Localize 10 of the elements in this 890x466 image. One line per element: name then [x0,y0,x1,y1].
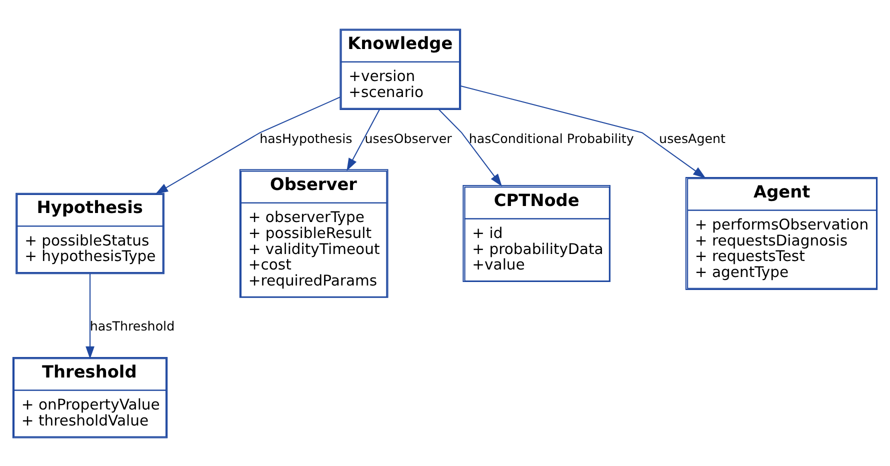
arrow [86,273,94,359]
arrow [155,96,340,194]
arrow [346,108,380,170]
arrow [460,84,706,178]
edge-label: usesObserver [364,130,452,146]
arrow [438,108,502,186]
edge-label: hasHypothesis [260,130,352,146]
edge-label: hasConditional Probability [468,130,634,146]
edge-label: usesAgent [659,130,726,146]
edge-label: hasThreshold [90,318,175,334]
